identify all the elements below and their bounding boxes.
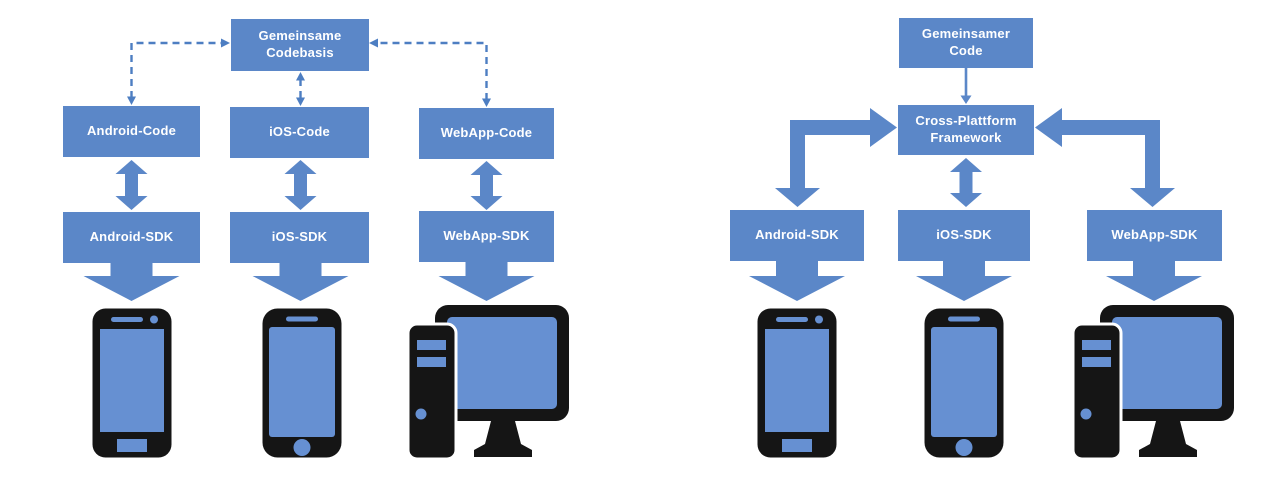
monitor-stand	[474, 421, 532, 457]
phone-screen	[931, 327, 997, 437]
desktop-computer-icon	[406, 305, 569, 461]
android-smartphone-icon	[757, 308, 837, 458]
node-label: iOS-SDK	[271, 229, 328, 245]
double-arrow-ioscode-iossdk	[284, 160, 317, 210]
double-arrow-androidcode-androidsdk	[115, 160, 148, 210]
node-label: iOS-SDK	[936, 227, 992, 243]
node-label: Gemeinsame Codebasis	[258, 28, 342, 60]
phone-home-button	[782, 439, 812, 452]
tower-slot	[417, 340, 446, 350]
monitor-stand	[1139, 421, 1197, 457]
node-webapp-sdk-right: WebApp-SDK	[1087, 210, 1222, 261]
phone-speaker	[286, 316, 318, 322]
node-ios-sdk-left: iOS-SDK	[230, 212, 369, 263]
phone-camera	[150, 315, 158, 324]
node-webapp-code: WebApp-Code	[419, 108, 554, 159]
tower-slot	[417, 357, 446, 367]
dashed-arrow-codebasis-android	[127, 38, 230, 105]
phone-screen	[765, 329, 829, 432]
node-label: Cross-Plattform Framework	[915, 113, 1017, 145]
node-label: Gemeinsamer Code	[921, 26, 1011, 58]
node-cross-plattform-framework: Cross-Plattform Framework	[898, 105, 1034, 155]
node-android-code: Android-Code	[63, 106, 200, 157]
phone-screen	[100, 329, 164, 432]
node-label: Android-SDK	[89, 229, 174, 245]
node-android-sdk-right: Android-SDK	[730, 210, 864, 261]
node-label: Android-Code	[86, 123, 177, 139]
android-smartphone-icon	[92, 308, 172, 458]
phone-speaker	[776, 317, 808, 322]
block-arrow-webappsdk-device	[438, 261, 535, 301]
ios-smartphone-icon	[924, 308, 1004, 458]
phone-camera	[815, 315, 823, 324]
block-arrow-iossdk-device	[252, 261, 349, 301]
node-ios-code: iOS-Code	[230, 107, 369, 158]
ios-smartphone-icon	[262, 308, 342, 458]
node-android-sdk-left: Android-SDK	[63, 212, 200, 263]
node-label: WebApp-SDK	[1111, 227, 1198, 243]
phone-home-button	[293, 439, 311, 456]
phone-screen	[269, 327, 335, 437]
phone-speaker	[948, 316, 980, 322]
node-ios-sdk-right: iOS-SDK	[898, 210, 1030, 261]
elbow-arrow-webapp-framework	[1035, 108, 1175, 207]
elbow-arrow-android-framework	[775, 108, 897, 207]
dashed-arrow-codebasis-webapp	[369, 38, 491, 107]
block-arrow-androidsdk-device-right	[749, 261, 845, 301]
node-label: iOS-Code	[269, 124, 330, 140]
phone-home-button	[955, 439, 973, 456]
node-label: WebApp-Code	[440, 125, 533, 141]
node-gemeinsame-codebasis: Gemeinsame Codebasis	[231, 19, 369, 71]
tower-slot	[1082, 357, 1111, 367]
node-label: WebApp-SDK	[443, 228, 530, 244]
tower-button	[415, 408, 427, 420]
phone-home-button	[117, 439, 147, 452]
block-arrow-androidsdk-device	[83, 261, 180, 301]
node-gemeinsamer-code: Gemeinsamer Code	[899, 18, 1033, 68]
monitor-screen	[447, 317, 557, 409]
node-label: Android-SDK	[755, 227, 839, 243]
tower-slot	[1082, 340, 1111, 350]
double-arrow-framework-iossdk	[950, 158, 982, 207]
desktop-computer-icon	[1071, 305, 1234, 461]
tower-button	[1080, 408, 1092, 420]
phone-speaker	[111, 317, 143, 322]
node-webapp-sdk-left: WebApp-SDK	[419, 211, 554, 262]
block-arrow-webappsdk-device-right	[1106, 261, 1202, 301]
monitor-screen	[1112, 317, 1222, 409]
arrow-code-framework	[960, 68, 972, 104]
double-arrow-webappcode-webappsdk	[470, 161, 503, 210]
dashed-arrow-codebasis-ios	[296, 72, 305, 106]
block-arrow-iossdk-device-right	[916, 261, 1012, 301]
